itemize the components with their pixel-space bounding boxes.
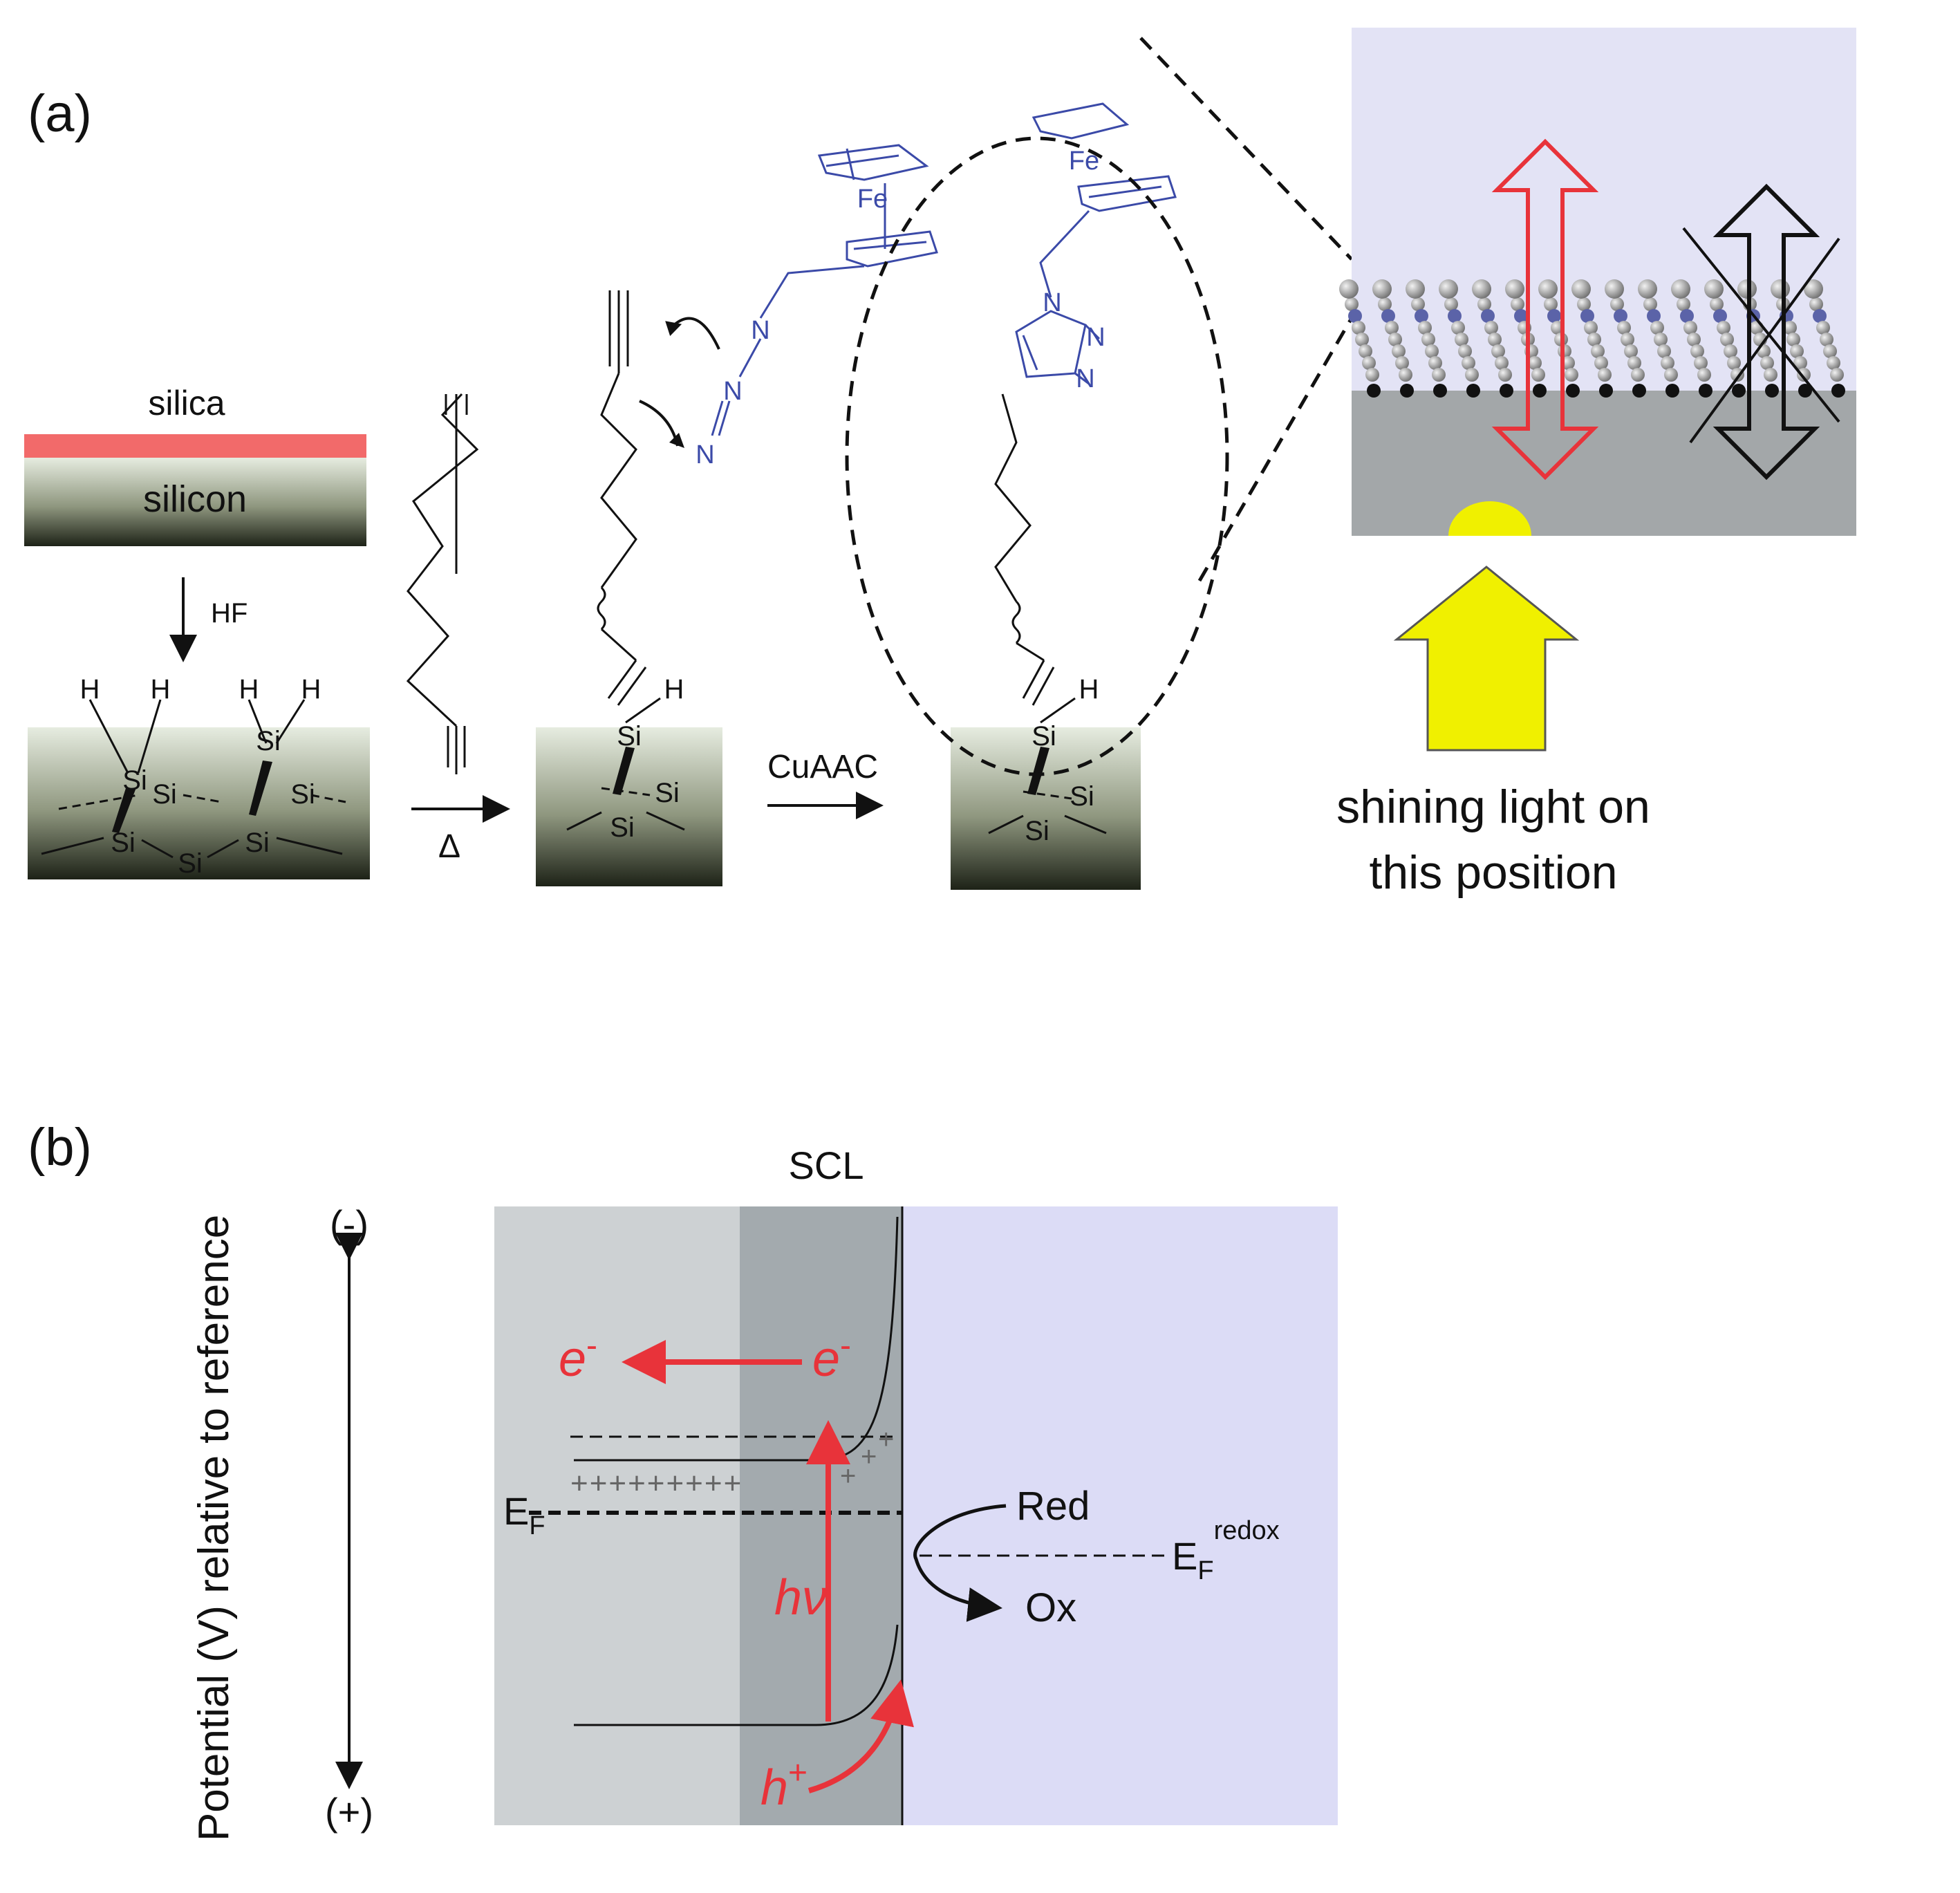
si-atom: Si <box>256 726 281 756</box>
monolayer-molecule <box>1804 279 1845 398</box>
cross-line <box>1682 227 1840 423</box>
cuaac-label: CuAAC <box>767 749 878 785</box>
si-atom: Si <box>1032 721 1056 752</box>
alkyne-substrate: H Si Si Si <box>536 290 722 886</box>
si-atom: Si <box>178 848 203 879</box>
n-atom: N <box>1076 364 1094 393</box>
si-atom: Si <box>122 765 147 796</box>
fe-atom: Fe <box>857 185 888 214</box>
n-atom: N <box>1086 323 1105 352</box>
hole-transfer-arrow <box>808 1679 914 1793</box>
monolayer-molecule <box>1605 279 1646 398</box>
si-atom: Si <box>290 779 315 810</box>
n-atom: N <box>751 316 769 345</box>
silicon-label: silicon <box>143 478 247 520</box>
h-atom: H <box>664 674 684 705</box>
band-diagram: SCL EF +++++++++ + + + EFredox Red Ox hν… <box>494 1144 1338 1825</box>
mechanism-arrow <box>673 317 720 350</box>
electron-label-scl: e- <box>812 1327 851 1387</box>
red-label: Red <box>1016 1484 1090 1529</box>
positive-charge: + <box>878 1424 894 1455</box>
hf-label: HF <box>211 598 248 628</box>
measured-current-arrow <box>1491 138 1599 481</box>
si-atom: Si <box>1025 816 1049 846</box>
zoom-lines <box>1139 37 1354 582</box>
n-atom: N <box>723 377 742 406</box>
si-atom: Si <box>245 828 270 858</box>
light-arrow <box>1393 566 1580 752</box>
n-atom: N <box>696 440 714 469</box>
azidomethyl-ferrocene: Fe N N N <box>696 144 938 469</box>
ferrocene-substrate: Fe N N N H Si Si Si <box>951 102 1177 890</box>
inset-silicon <box>1352 391 1856 536</box>
silica-layer <box>24 434 366 458</box>
n-atom: N <box>1043 288 1061 317</box>
h-atom: H <box>239 674 259 705</box>
heat-label: Δ <box>438 828 460 865</box>
h-atom: H <box>80 674 100 705</box>
h-atom: H <box>1079 674 1099 705</box>
axis-top-sign: (-) <box>330 1202 368 1246</box>
monolayer-molecule <box>1704 279 1746 398</box>
zoom-ellipse <box>845 136 1229 776</box>
monolayer-molecule <box>1638 279 1679 398</box>
redox-fermi-label: EFredox <box>1172 1516 1280 1585</box>
potential-axis-title: Potential (V) relative to reference <box>190 1215 238 1841</box>
electron-label-bulk: e- <box>559 1327 597 1387</box>
axis-bottom-sign: (+) <box>325 1790 373 1834</box>
si-h-substrate: H H H H Si Si Si Si Si Si Si <box>28 674 370 879</box>
monolayer-molecule <box>1472 279 1513 398</box>
h-atom: H <box>301 674 321 705</box>
light-spot <box>1448 501 1531 536</box>
fermi-label: EF <box>503 1489 545 1540</box>
mechanism-arrow <box>639 400 679 447</box>
redox-transfer-arrow <box>913 1504 1007 1622</box>
si-atom: Si <box>111 828 136 858</box>
light-caption-line2: this position <box>1369 846 1617 899</box>
monolayer-inset <box>1339 28 1856 536</box>
monolayer-molecule <box>1406 279 1447 398</box>
si-atom: Si <box>1070 781 1094 812</box>
monolayer-molecule <box>1671 279 1712 398</box>
hole-label: h+ <box>760 1755 808 1816</box>
scl-region <box>740 1206 902 1825</box>
positive-charge: + <box>861 1442 877 1472</box>
si-atom: Si <box>617 721 642 752</box>
si-atom: Si <box>655 778 680 808</box>
positive-charge: + <box>840 1461 856 1491</box>
wafer: silica silicon <box>24 384 366 546</box>
molecule-chains <box>1339 279 1845 398</box>
substrate-block-1 <box>28 727 370 879</box>
scl-label: SCL <box>789 1144 864 1187</box>
monolayer-molecule <box>1571 279 1613 398</box>
silica-label: silica <box>148 384 225 422</box>
ox-label: Ox <box>1025 1585 1076 1630</box>
monolayer-molecule <box>1372 279 1414 398</box>
silicon-layer <box>24 458 366 546</box>
h-atom: H <box>151 674 171 705</box>
light-caption-line1: shining light on <box>1336 781 1650 833</box>
monolayer-molecule <box>1439 279 1480 398</box>
monolayer-molecule <box>1339 279 1381 398</box>
panel-a-label: (a) <box>28 84 92 143</box>
si-atom: Si <box>610 812 635 843</box>
photon-label: hν <box>774 1570 827 1625</box>
positive-charge-row: +++++++++ <box>570 1466 743 1500</box>
fe-atom: Fe <box>1069 147 1099 176</box>
diyne-reagent <box>406 393 479 774</box>
si-atom: Si <box>152 779 177 810</box>
panel-b-label: (b) <box>28 1118 92 1177</box>
cross-line <box>1689 237 1840 444</box>
